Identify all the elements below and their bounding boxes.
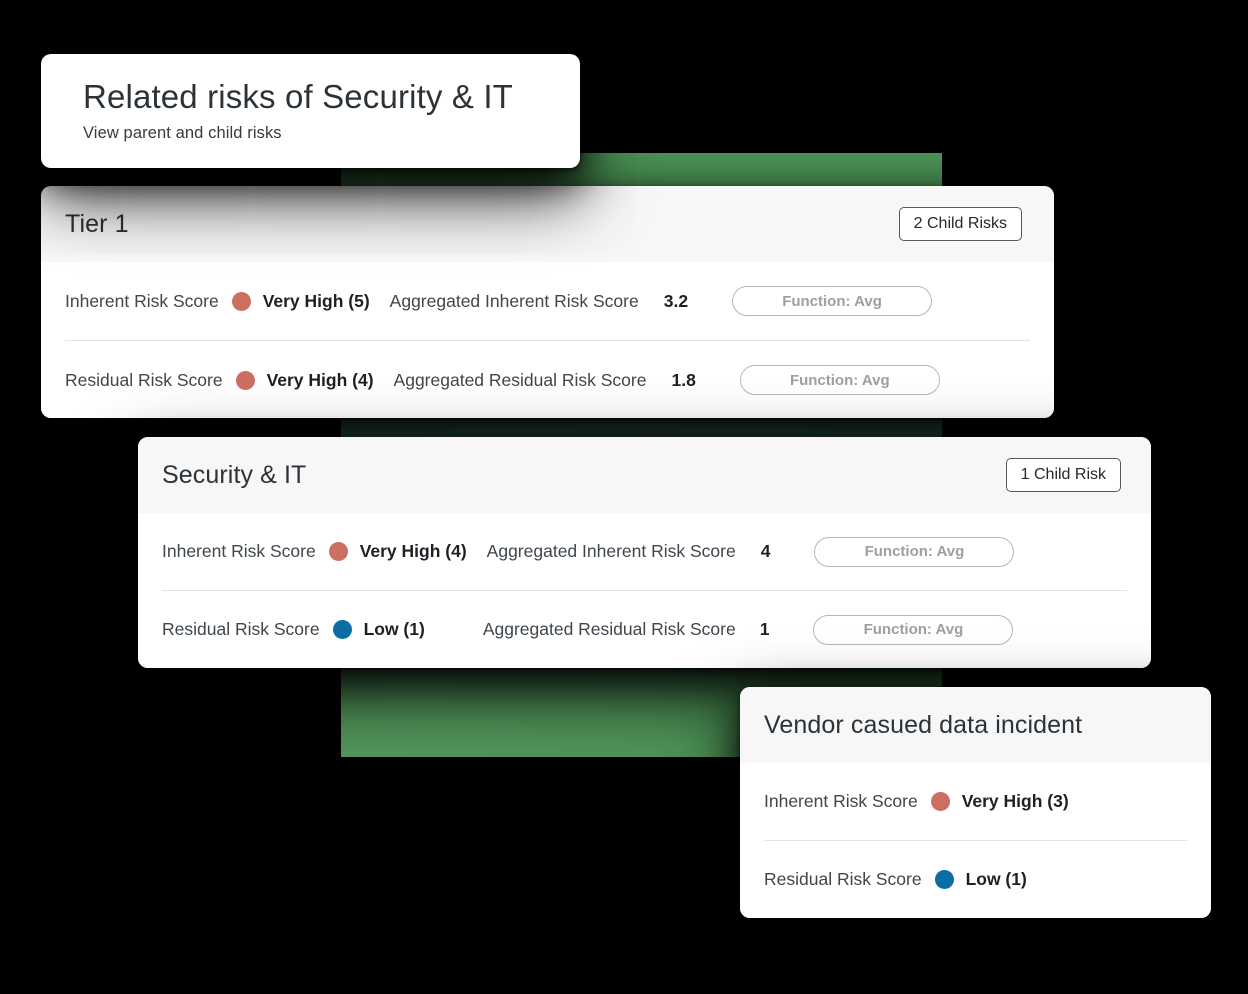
security-it-risk-card: Security & IT 1 Child Risk Inherent Risk… (138, 437, 1151, 668)
risk-dot-high-icon (231, 291, 251, 311)
vendor-card-title: Vendor casued data incident (764, 710, 1083, 739)
page-title: Related risks of Security & IT (83, 78, 513, 115)
security-it-inherent-agg-value: 4 (760, 541, 771, 561)
vendor-inherent-value: Very High (3) (961, 791, 1069, 811)
tier1-residual-function-pill[interactable]: Function: Avg (739, 365, 940, 395)
vendor-card-header: Vendor casued data incident (740, 687, 1211, 763)
tier1-residual-label: Residual Risk Score (65, 369, 223, 390)
vendor-row-divider (764, 840, 1187, 841)
vendor-inherent-label: Inherent Risk Score (764, 791, 918, 811)
risk-dot-high-icon (235, 370, 255, 390)
tier1-risk-card: Tier 1 2 Child Risks Inherent Risk Score… (41, 186, 1054, 418)
tier1-residual-agg-value: 1.8 (671, 369, 696, 390)
related-risks-intro-card: Related risks of Security & IT View pare… (41, 54, 580, 168)
security-it-inherent-risk-row: Inherent Risk Score Very High (4) Aggreg… (162, 513, 1127, 590)
tier1-row-divider (65, 340, 1030, 341)
security-it-inherent-agg-label: Aggregated Inherent Risk Score (486, 541, 736, 561)
tier1-inherent-risk-row: Inherent Risk Score Very High (5) Aggreg… (65, 262, 1030, 340)
tier1-inherent-function-pill[interactable]: Function: Avg (732, 286, 933, 316)
security-it-card-header: Security & IT 1 Child Risk (138, 437, 1151, 513)
tier1-child-risks-badge[interactable]: 2 Child Risks (898, 207, 1022, 241)
vendor-residual-value: Low (1) (965, 869, 1027, 889)
security-it-residual-label: Residual Risk Score (162, 619, 320, 639)
security-it-card-title: Security & IT (162, 460, 307, 489)
tier1-residual-value: Very High (4) (266, 369, 374, 390)
security-it-row-divider (162, 590, 1127, 591)
risk-dot-low-icon (934, 870, 954, 889)
tier1-residual-risk-row: Residual Risk Score Very High (4) Aggreg… (65, 341, 1030, 418)
tier1-card-title: Tier 1 (65, 209, 129, 238)
security-it-residual-agg-label: Aggregated Residual Risk Score (482, 619, 736, 639)
security-it-inherent-label: Inherent Risk Score (162, 541, 316, 561)
vendor-inherent-risk-row: Inherent Risk Score Very High (3) (764, 763, 1187, 840)
vendor-incident-risk-card: Vendor casued data incident Inherent Ris… (740, 687, 1211, 918)
tier1-inherent-label: Inherent Risk Score (65, 290, 219, 311)
vendor-residual-label: Residual Risk Score (764, 869, 922, 889)
security-it-residual-function-pill[interactable]: Function: Avg (813, 614, 1014, 645)
security-it-residual-agg-value: 1 (759, 619, 770, 639)
security-it-inherent-function-pill[interactable]: Function: Avg (814, 536, 1015, 567)
risk-dot-high-icon (328, 542, 348, 561)
tier1-card-header: Tier 1 2 Child Risks (41, 186, 1054, 262)
tier1-inherent-agg-value: 3.2 (663, 290, 689, 311)
vendor-residual-risk-row: Residual Risk Score Low (1) (764, 841, 1187, 918)
vendor-card-body: Inherent Risk Score Very High (3) Residu… (740, 763, 1211, 918)
tier1-card-body: Inherent Risk Score Very High (5) Aggreg… (41, 262, 1054, 418)
security-it-child-risks-badge[interactable]: 1 Child Risk (1005, 458, 1121, 492)
security-it-residual-risk-row: Residual Risk Score Low (1) Aggregated R… (162, 591, 1127, 668)
security-it-card-body: Inherent Risk Score Very High (4) Aggreg… (138, 513, 1151, 668)
risk-dot-high-icon (930, 792, 950, 811)
security-it-residual-value: Low (1) (363, 619, 425, 639)
risk-dot-low-icon (332, 620, 352, 639)
tier1-residual-agg-label: Aggregated Residual Risk Score (393, 369, 647, 390)
tier1-inherent-agg-label: Aggregated Inherent Risk Score (389, 290, 639, 311)
security-it-inherent-value: Very High (4) (359, 541, 467, 561)
page-subtitle: View parent and child risks (83, 124, 282, 142)
tier1-inherent-value: Very High (5) (262, 290, 370, 311)
